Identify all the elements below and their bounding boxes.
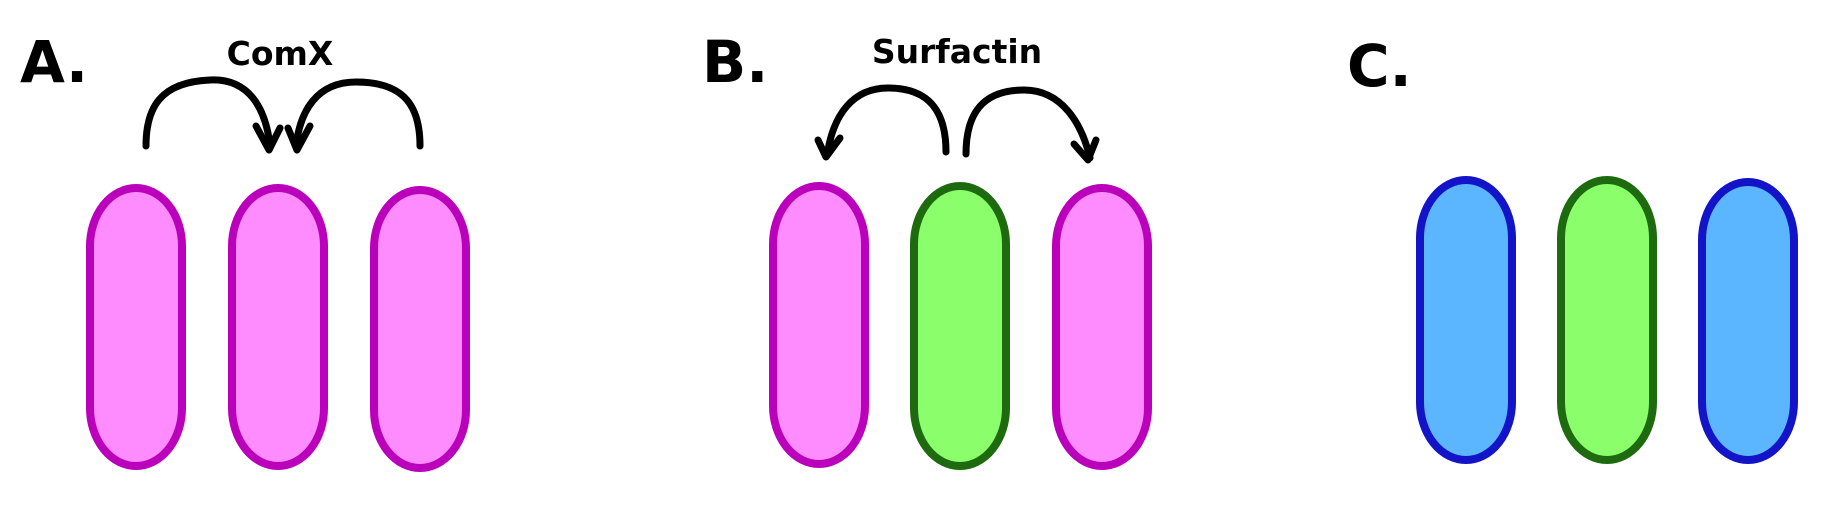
panel-a-cell-1 (86, 184, 186, 470)
panel-c-cell-3 (1698, 178, 1798, 464)
panel-b-cell-2 (910, 182, 1010, 470)
panel-c-letter: C. (1347, 32, 1412, 100)
panel-a: A. ComX (20, 28, 470, 472)
panel-a-arrows (142, 76, 424, 154)
panel-b-cell-1 (769, 182, 869, 468)
panel-b-arrow-center-to-right (962, 86, 1094, 162)
panel-a-arrow-left-to-center (142, 76, 274, 150)
panel-b-arrowhead-left (814, 134, 844, 161)
panel-b-letter: B. (702, 28, 768, 96)
panel-b-cell-3 (1052, 184, 1152, 470)
panel-c: C. (1347, 32, 1798, 464)
panel-c-cell-2 (1557, 176, 1657, 464)
panel-b-arrows (814, 84, 1100, 164)
panel-a-arrowhead-right (284, 122, 314, 154)
panel-a-cell-2 (228, 184, 328, 470)
panel-b-arrow-center-to-left (824, 84, 950, 156)
panel-a-signal-label: ComX (227, 34, 334, 73)
panel-a-arrow-right-to-center (292, 78, 424, 150)
panel-a-letter: A. (20, 28, 88, 96)
panel-b-signal-label: Surfactin (872, 32, 1042, 71)
panel-a-arrowhead-left (252, 122, 284, 154)
panel-c-cell-1 (1416, 176, 1516, 464)
panel-b: B. Surfactin (702, 28, 1152, 470)
panel-a-cell-3 (370, 186, 470, 472)
panel-b-arrowhead-right (1070, 136, 1100, 164)
